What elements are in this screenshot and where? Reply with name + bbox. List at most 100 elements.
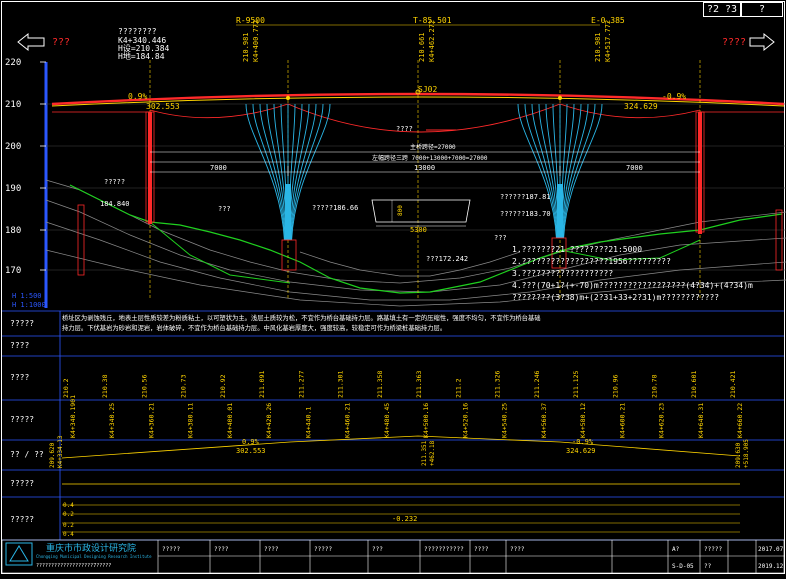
design-elevation-cell: 210.2 <box>62 378 70 398</box>
titleblock-cell-c4: ????? <box>314 546 332 553</box>
station-cell: K4+660.22 <box>736 403 744 438</box>
elevation-tick-label: 220 <box>5 58 21 68</box>
right-annot-3: ??? <box>494 234 507 242</box>
table-row-label: ????? <box>10 479 34 488</box>
table-row-label: ????? <box>10 415 34 424</box>
superelev-tick-04b: 0.4 <box>63 531 74 538</box>
elevation-tick-label: 180 <box>5 226 21 236</box>
slope-mid-label: SJ02 <box>418 85 437 94</box>
dim-total-2: 左幅跨径三跨 7000+13000+7000=27000 <box>372 154 488 162</box>
pier3-station: K4+517.772 <box>604 20 612 62</box>
vc-left-end-2: K4+334.13 <box>57 435 64 468</box>
design-elevation-cell: 211.277 <box>297 371 305 398</box>
slope-right-pct: -0.9% <box>662 92 686 101</box>
dim-seg-right: 7000 <box>626 164 643 172</box>
section-width: 5300 <box>410 226 427 234</box>
design-info-h-ground: H地=184.84 <box>118 51 165 61</box>
design-elevation-cell: 211.091 <box>258 371 266 398</box>
design-elevation-cell: 211.301 <box>337 371 345 398</box>
design-elevation-cell: 210.601 <box>690 371 698 398</box>
low-point-label: ???172.242 <box>426 255 468 263</box>
pier1-station: K4+400.772 <box>252 20 260 62</box>
titleblock-cell-c3: ???? <box>264 546 279 553</box>
table-row-label: ???? <box>10 373 29 382</box>
elevation-tick-label: 210 <box>5 100 21 110</box>
geology-note: 桥址区为剥蚀残丘，地表土层性质较差为粉质粘土，以可塑状为主。浅层土质较为松，不宜… <box>62 313 541 332</box>
design-elevation-cell: 211.246 <box>533 371 541 398</box>
titleblock-cell-date: 2019.12 <box>758 563 784 570</box>
design-elevation-cell: 211.125 <box>572 371 580 398</box>
curve-label-mid: T-85.501 <box>413 16 452 25</box>
station-cell: K4+360.21 <box>147 403 155 438</box>
station-cell: K4+640.31 <box>697 403 705 438</box>
curve-label-right: E-0.385 <box>591 16 625 25</box>
titleblock-cell-c1: ????? <box>162 546 180 553</box>
station-cell: K4+340.25 <box>108 403 116 438</box>
pier2-station: K4+462.272 <box>428 20 436 62</box>
org-name-en: Chongqing Municipal Designing Research I… <box>36 554 152 559</box>
design-note-line: 4.???(70+1?(+-70)m??????????????????(4?3… <box>512 281 753 290</box>
sheet-number-indicator: ? <box>741 2 783 17</box>
vc-mid-2: +462.18 <box>429 440 436 466</box>
design-elevation-cell: 211.2 <box>454 378 462 398</box>
design-elevation-cell: 211.326 <box>494 371 502 398</box>
org-address: ???????????????????7????? <box>36 563 111 569</box>
station-cell: K4+460.21 <box>344 403 352 438</box>
right-direction-label: ???? <box>722 37 746 48</box>
station-cell: K4+560.37 <box>540 403 548 438</box>
station-cell: K4+340.1901 <box>69 395 77 438</box>
station-cell: K4+540.25 <box>501 403 509 438</box>
superelev-tick-02a: 0.2 <box>63 511 74 518</box>
dim-label-q: ???? <box>396 125 413 133</box>
station-cell: K4+400.01 <box>226 403 234 438</box>
design-info-station: K4+340.446 <box>118 36 166 45</box>
station-cell: K4+440.1 <box>304 407 312 438</box>
titleblock-cell-c2: ???? <box>214 546 229 553</box>
box-girder-section <box>371 199 471 227</box>
design-elevation-cell: 210.56 <box>140 374 148 398</box>
titleblock-cell-c8: ???? <box>510 546 525 553</box>
pier2-elev: 210.661 <box>418 32 426 62</box>
vc-left-val: 302.553 <box>236 447 266 455</box>
left-direction-arrow-icon <box>17 32 45 52</box>
design-elevation-cell: 211.363 <box>415 371 423 398</box>
vc-right-pct: -0.9% <box>572 438 594 446</box>
vc-mid-1: 211.351 <box>421 440 428 466</box>
station-cell: K4+580.12 <box>579 403 587 438</box>
station-cell: K4+420.26 <box>265 403 273 438</box>
slope-left-pct: 0.9% <box>128 92 147 101</box>
station-cell: K4+480.45 <box>383 403 391 438</box>
left-q2: ??? <box>218 205 231 213</box>
titleblock-cell-scale_lbl: A? <box>672 546 680 553</box>
elevation-tick-label: 170 <box>5 266 21 276</box>
design-elevation-cell: 210.38 <box>101 374 109 398</box>
vc-left-end-1: 209.620 <box>49 442 56 468</box>
table-row-label: ???? <box>10 341 29 350</box>
elevation-tick-label: 200 <box>5 142 21 152</box>
elevation-tick-label: 190 <box>5 184 21 194</box>
pier3-elev: 210.981 <box>594 32 602 62</box>
section-height: 800 <box>397 205 404 216</box>
superelev-value: -0.232 <box>392 515 417 523</box>
design-note-line: 3.??????????????????? <box>512 269 613 278</box>
titleblock-cell-year: 2017.07 <box>758 546 784 553</box>
left-ground-val: 184.840 <box>100 200 130 208</box>
titleblock-cell-rev: ?? <box>704 563 712 570</box>
vc-right-val: 324.629 <box>566 447 596 455</box>
design-note-line: 2.??????????????????1956????????? <box>512 257 671 266</box>
scale-note-h: H 1:500 <box>12 292 42 300</box>
vc-right-end-2: +518.905 <box>743 439 750 468</box>
company-logo-icon <box>5 542 33 566</box>
mid-ground-label: ?????186.66 <box>312 204 358 212</box>
station-cell: K4+620.23 <box>658 403 666 438</box>
right-direction-arrow-icon <box>749 32 775 52</box>
table-row-label: ????? <box>10 515 34 524</box>
station-cell: K4+380.11 <box>187 403 195 438</box>
org-name: 重庆市市政设计研究院 <box>46 542 136 554</box>
design-info-title: ???????? <box>118 27 157 36</box>
superelev-tick-02b: 0.2 <box>63 522 74 529</box>
slope-right-elev: 324.629 <box>624 102 658 111</box>
right-annot-1: ??????187.81 <box>500 193 551 201</box>
curve-label-left: R-9500 <box>236 16 265 25</box>
